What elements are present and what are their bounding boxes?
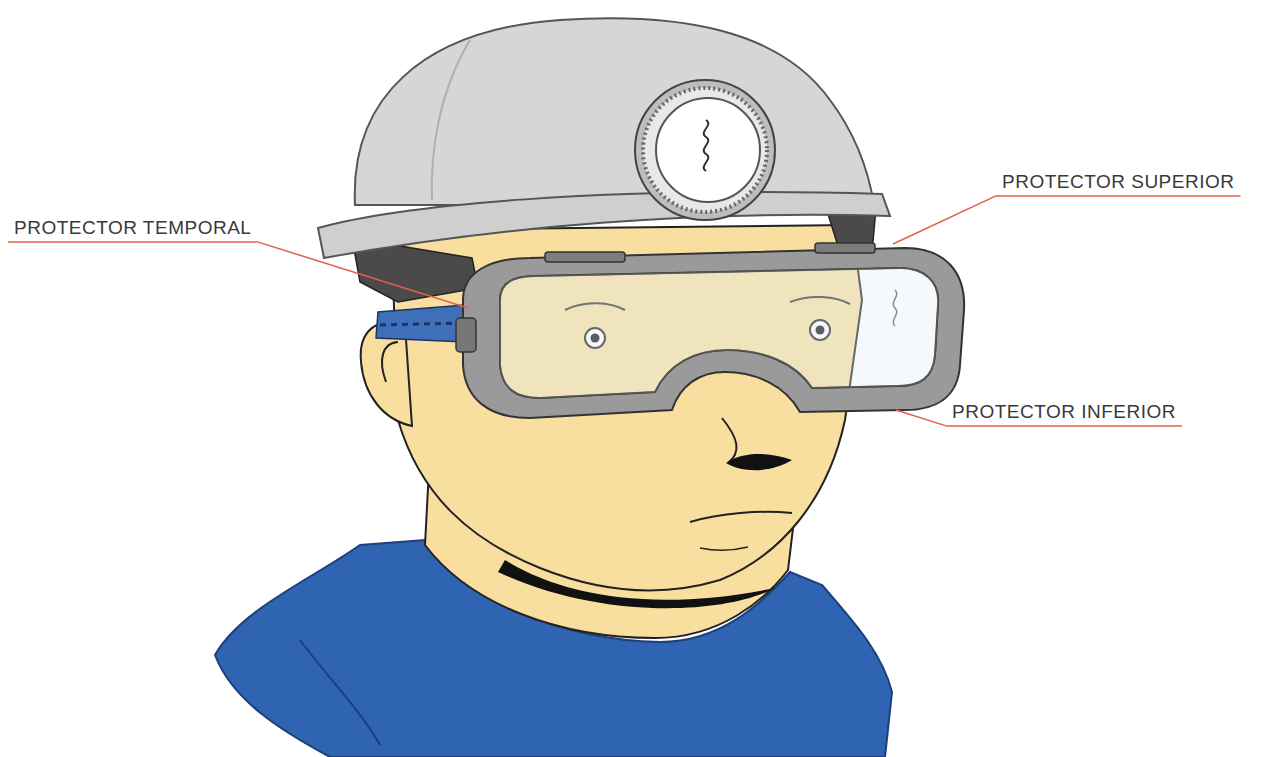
- leader-line: [893, 196, 996, 244]
- chin-line: [700, 547, 748, 550]
- lens-glare: [893, 290, 896, 326]
- strap-pattern: [380, 323, 462, 325]
- helmet-brim: [318, 192, 890, 258]
- helmet-dome: [355, 18, 874, 205]
- part-label: PROTECTOR INFERIOR: [950, 402, 1178, 423]
- label-underline: [996, 195, 1240, 197]
- nose: [722, 418, 737, 463]
- mouth: [690, 512, 792, 522]
- lamp-glass: [656, 98, 760, 202]
- goggle-frame: [463, 248, 964, 418]
- part-label: PROTECTOR TEMPORAL: [12, 218, 253, 239]
- goggle-vent: [545, 252, 625, 262]
- leader-line: [257, 242, 468, 308]
- leader-line: [896, 410, 946, 426]
- goggle-lens: [500, 268, 938, 398]
- chin-shadow: [498, 560, 775, 608]
- strap-clip: [456, 318, 476, 352]
- goggle-strap: [376, 305, 465, 342]
- helmet-ridge: [432, 40, 470, 200]
- part-label: PROTECTOR SUPERIOR: [1000, 172, 1236, 193]
- label-holder: PROTECTOR TEMPORAL: [12, 218, 253, 239]
- nostrils: [726, 454, 792, 470]
- ear-inner: [382, 342, 398, 382]
- label-holder: PROTECTOR INFERIOR: [950, 402, 1178, 423]
- label-holder: PROTECTOR SUPERIOR: [1000, 172, 1236, 193]
- lamp-filament: [704, 120, 709, 171]
- shirt-fold: [300, 640, 380, 745]
- lamp-ring: [643, 88, 767, 212]
- label-underline: [946, 425, 1182, 427]
- goggle-vent: [815, 243, 875, 253]
- label-underline: [8, 241, 257, 243]
- lamp-housing: [635, 80, 775, 220]
